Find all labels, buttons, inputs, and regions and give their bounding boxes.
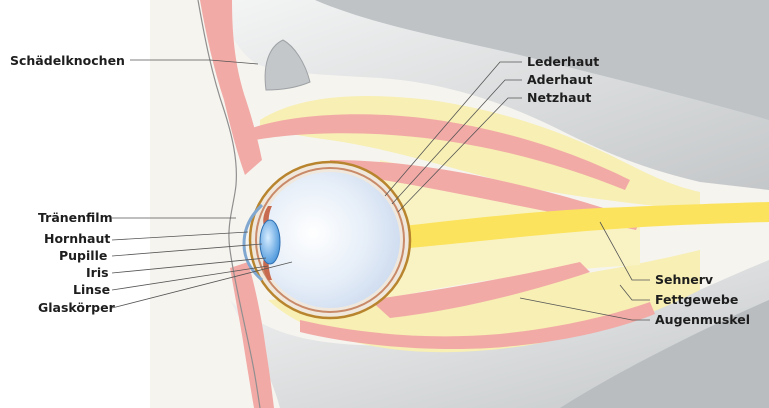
label-vitreous: Glaskörper	[38, 301, 115, 315]
label-skull-bone: Schädelknochen	[10, 54, 125, 68]
label-retina: Netzhaut	[527, 91, 591, 105]
vitreous-body	[260, 172, 400, 308]
label-iris: Iris	[86, 266, 109, 280]
label-choroid: Aderhaut	[527, 73, 592, 87]
label-optic-nerve: Sehnerv	[655, 273, 713, 287]
label-fat-tissue: Fettgewebe	[655, 293, 738, 307]
label-eye-muscle: Augenmuskel	[655, 313, 750, 327]
label-tear-film: Tränenfilm	[38, 211, 113, 225]
lens-shape	[260, 220, 280, 264]
label-lens: Linse	[73, 283, 110, 297]
label-cornea: Hornhaut	[44, 232, 110, 246]
label-sclera: Lederhaut	[527, 55, 599, 69]
label-pupil: Pupille	[59, 249, 107, 263]
